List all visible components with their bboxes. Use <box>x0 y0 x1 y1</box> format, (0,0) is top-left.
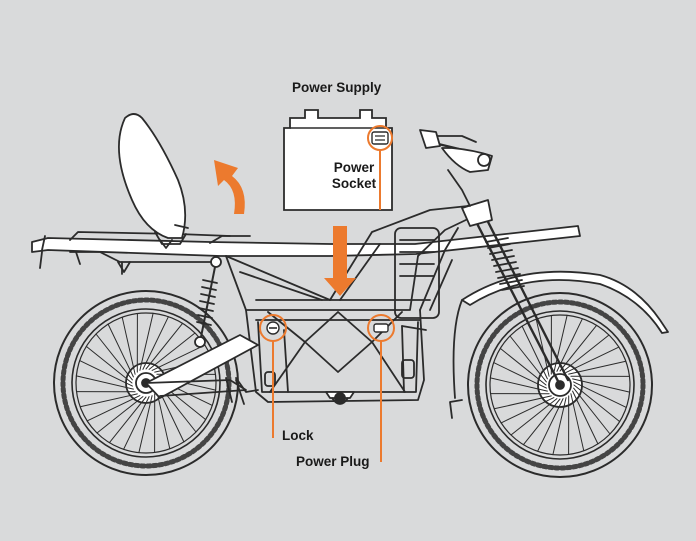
spoke <box>107 323 134 378</box>
seat-backrest <box>118 113 187 239</box>
spoke <box>562 334 610 372</box>
power-socket-label-line1: Power <box>333 160 375 175</box>
spoke <box>552 397 567 456</box>
spoke <box>85 345 133 384</box>
spoke <box>568 360 627 375</box>
spoke <box>570 393 585 452</box>
spoke <box>123 396 150 450</box>
spoke <box>489 377 548 392</box>
spoke <box>151 344 206 371</box>
spoke <box>553 314 568 373</box>
spoke <box>493 395 552 410</box>
spoke <box>565 346 620 373</box>
spoke <box>145 322 184 370</box>
spoke <box>509 335 547 383</box>
spoke <box>535 318 550 377</box>
spoke <box>537 398 564 452</box>
spoke <box>86 395 141 422</box>
front-spokes <box>489 314 631 456</box>
spoke <box>158 388 185 443</box>
power-socket-label: Power Socket <box>328 160 380 192</box>
front-fender <box>461 270 669 334</box>
power-supply-label: Power Supply <box>292 80 382 95</box>
main-frame <box>225 205 471 403</box>
spoke <box>521 325 548 380</box>
spoke <box>95 333 133 381</box>
spoke <box>79 393 138 408</box>
annotation-callouts <box>259 125 395 462</box>
spoke <box>96 396 144 434</box>
spoke <box>510 398 558 436</box>
spoke <box>75 375 134 390</box>
rear-rack <box>31 225 581 275</box>
spoke <box>156 391 171 450</box>
spoke <box>556 318 583 372</box>
spoke <box>139 312 154 371</box>
lock-label: Lock <box>282 428 314 443</box>
spoke <box>148 332 196 370</box>
spoke <box>573 381 627 408</box>
spoke <box>572 390 599 445</box>
spoke <box>142 316 169 370</box>
spoke <box>559 324 598 372</box>
spoke <box>500 397 555 424</box>
motor <box>394 227 440 319</box>
spoke <box>573 387 611 435</box>
spoke <box>493 362 547 389</box>
spoke <box>138 395 153 454</box>
curved-arrow <box>214 160 245 214</box>
spoke <box>499 347 547 386</box>
spoke <box>573 384 621 423</box>
down-arrow <box>324 226 356 296</box>
swingarm <box>145 334 259 405</box>
spoke <box>121 316 136 375</box>
spoke <box>522 398 561 446</box>
power-socket-label-line2: Socket <box>331 176 377 191</box>
spoke <box>108 396 147 444</box>
handlebar <box>419 129 493 207</box>
spoke <box>572 378 631 393</box>
power-plug-label: Power Plug <box>296 454 370 469</box>
spoke <box>79 360 133 387</box>
rear-shock <box>194 256 222 348</box>
